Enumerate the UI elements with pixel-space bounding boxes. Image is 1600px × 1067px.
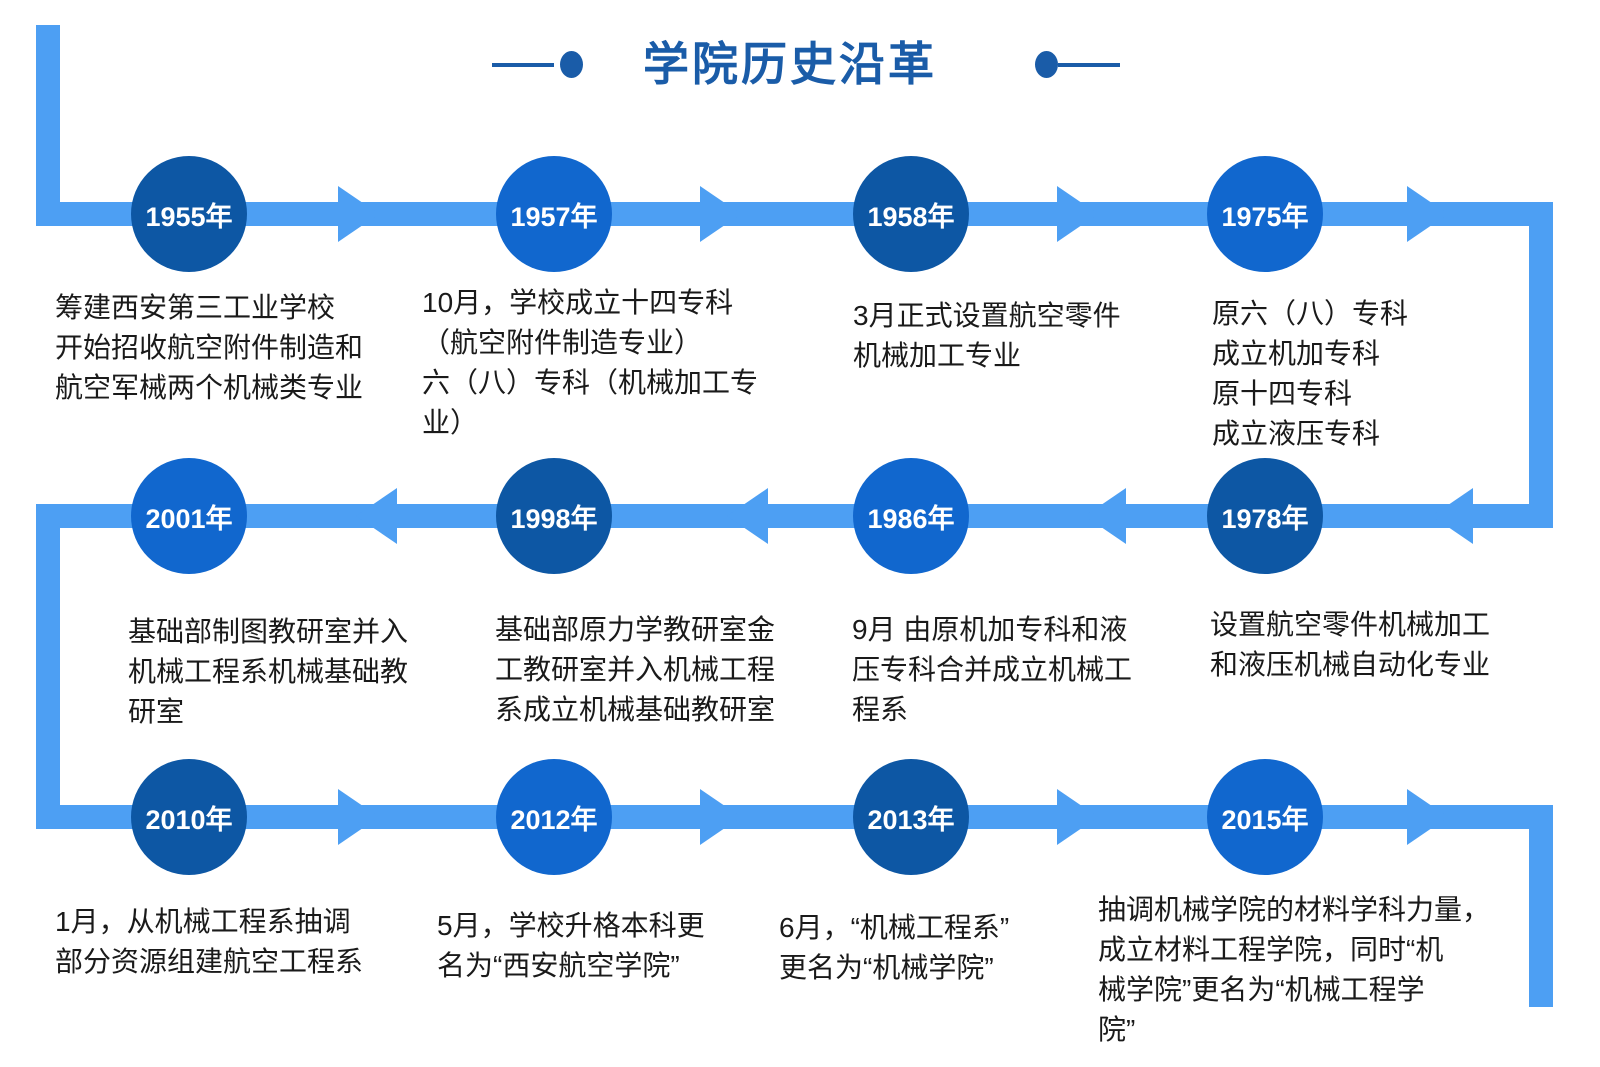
title-line-left-icon	[492, 63, 554, 67]
year-label: 2010年	[145, 804, 233, 835]
event-desc-1978: 设置航空零件机械加工和液压机械自动化专业	[1210, 609, 1491, 680]
arrow-right-icon	[700, 186, 741, 242]
event-desc-1955: 筹建西安第三工业学校开始招收航空附件制造和航空军械两个机械类专业	[55, 292, 364, 403]
year-label: 1955年	[145, 201, 233, 232]
arrow-right-icon	[1407, 186, 1448, 242]
year-label: 1978年	[1221, 503, 1309, 534]
timeline-node-2015: 2015年	[1207, 759, 1323, 875]
timeline-node-1998: 1998年	[496, 458, 612, 574]
arrow-left-icon	[727, 488, 768, 544]
event-desc-1998: 基础部原力学教研室金工教研室并入机械工程系成立机械基础教研室	[495, 614, 776, 725]
arrow-right-icon	[1407, 789, 1448, 845]
arrow-left-icon	[1432, 488, 1473, 544]
year-label: 2013年	[867, 804, 955, 835]
band-segment-start-vertical	[36, 25, 60, 226]
title-dot-left-icon	[560, 51, 583, 78]
band-segment-row3	[36, 805, 1553, 829]
title-dot-right-icon	[1035, 51, 1058, 78]
year-label: 1998年	[510, 503, 598, 534]
event-desc-2012: 5月，学校升格本科更名为“西安航空学院”	[437, 910, 705, 981]
arrow-right-icon	[1057, 186, 1098, 242]
band-segment-left-vertical	[36, 504, 60, 829]
title-line-right-icon	[1058, 63, 1120, 67]
event-desc-2001: 基础部制图教研室并入机械工程系机械基础教研室	[128, 616, 409, 727]
event-desc-1957: 10月，学校成立十四专科（航空附件制造专业）六（八）专科（机械加工专业）	[422, 287, 759, 438]
timeline-node-2012: 2012年	[496, 759, 612, 875]
year-label: 1957年	[510, 201, 598, 232]
timeline-node-2013: 2013年	[853, 759, 969, 875]
band-segment-end-vertical	[1529, 805, 1553, 1007]
arrow-left-icon	[356, 488, 397, 544]
event-desc-2013: 6月，“机械工程系”更名为“机械学院”	[779, 912, 1010, 983]
timeline-node-1986: 1986年	[853, 458, 969, 574]
arrow-right-icon	[338, 789, 379, 845]
year-label: 2012年	[510, 804, 598, 835]
year-label: 1986年	[867, 503, 955, 534]
event-desc-1958: 3月正式设置航空零件机械加工专业	[853, 300, 1121, 371]
year-label: 1975年	[1221, 201, 1309, 232]
arrow-right-icon	[1057, 789, 1098, 845]
event-desc-1975: 原六（八）专科成立机加专科原十四专科成立液压专科	[1212, 298, 1409, 449]
timeline-node-1958: 1958年	[853, 156, 969, 272]
band-segment-right-vertical-1	[1529, 202, 1553, 528]
arrow-right-icon	[338, 186, 379, 242]
event-desc-1986: 9月 由原机加专科和液压专科合并成立机械工程系	[852, 614, 1133, 725]
year-label: 1958年	[867, 201, 955, 232]
band-segment-row2	[36, 504, 1553, 528]
timeline-node-1957: 1957年	[496, 156, 612, 272]
timeline-node-2010: 2010年	[131, 759, 247, 875]
event-desc-2015: 抽调机械学院的材料学科力量，成立材料工程学院，同时“机械学院”更名为“机械工程学…	[1098, 894, 1491, 1045]
timeline-node-2001: 2001年	[131, 458, 247, 574]
year-label: 2015年	[1221, 804, 1309, 835]
timeline-node-1975: 1975年	[1207, 156, 1323, 272]
arrow-left-icon	[1085, 488, 1126, 544]
timeline-node-1955: 1955年	[131, 156, 247, 272]
arrow-right-icon	[700, 789, 741, 845]
page-title: 学院历史沿革	[643, 38, 937, 90]
event-desc-2010: 1月，从机械工程系抽调部分资源组建航空工程系	[55, 906, 364, 977]
year-label: 2001年	[145, 503, 233, 534]
timeline-node-1978: 1978年	[1207, 458, 1323, 574]
band-segment-row1	[36, 202, 1553, 226]
